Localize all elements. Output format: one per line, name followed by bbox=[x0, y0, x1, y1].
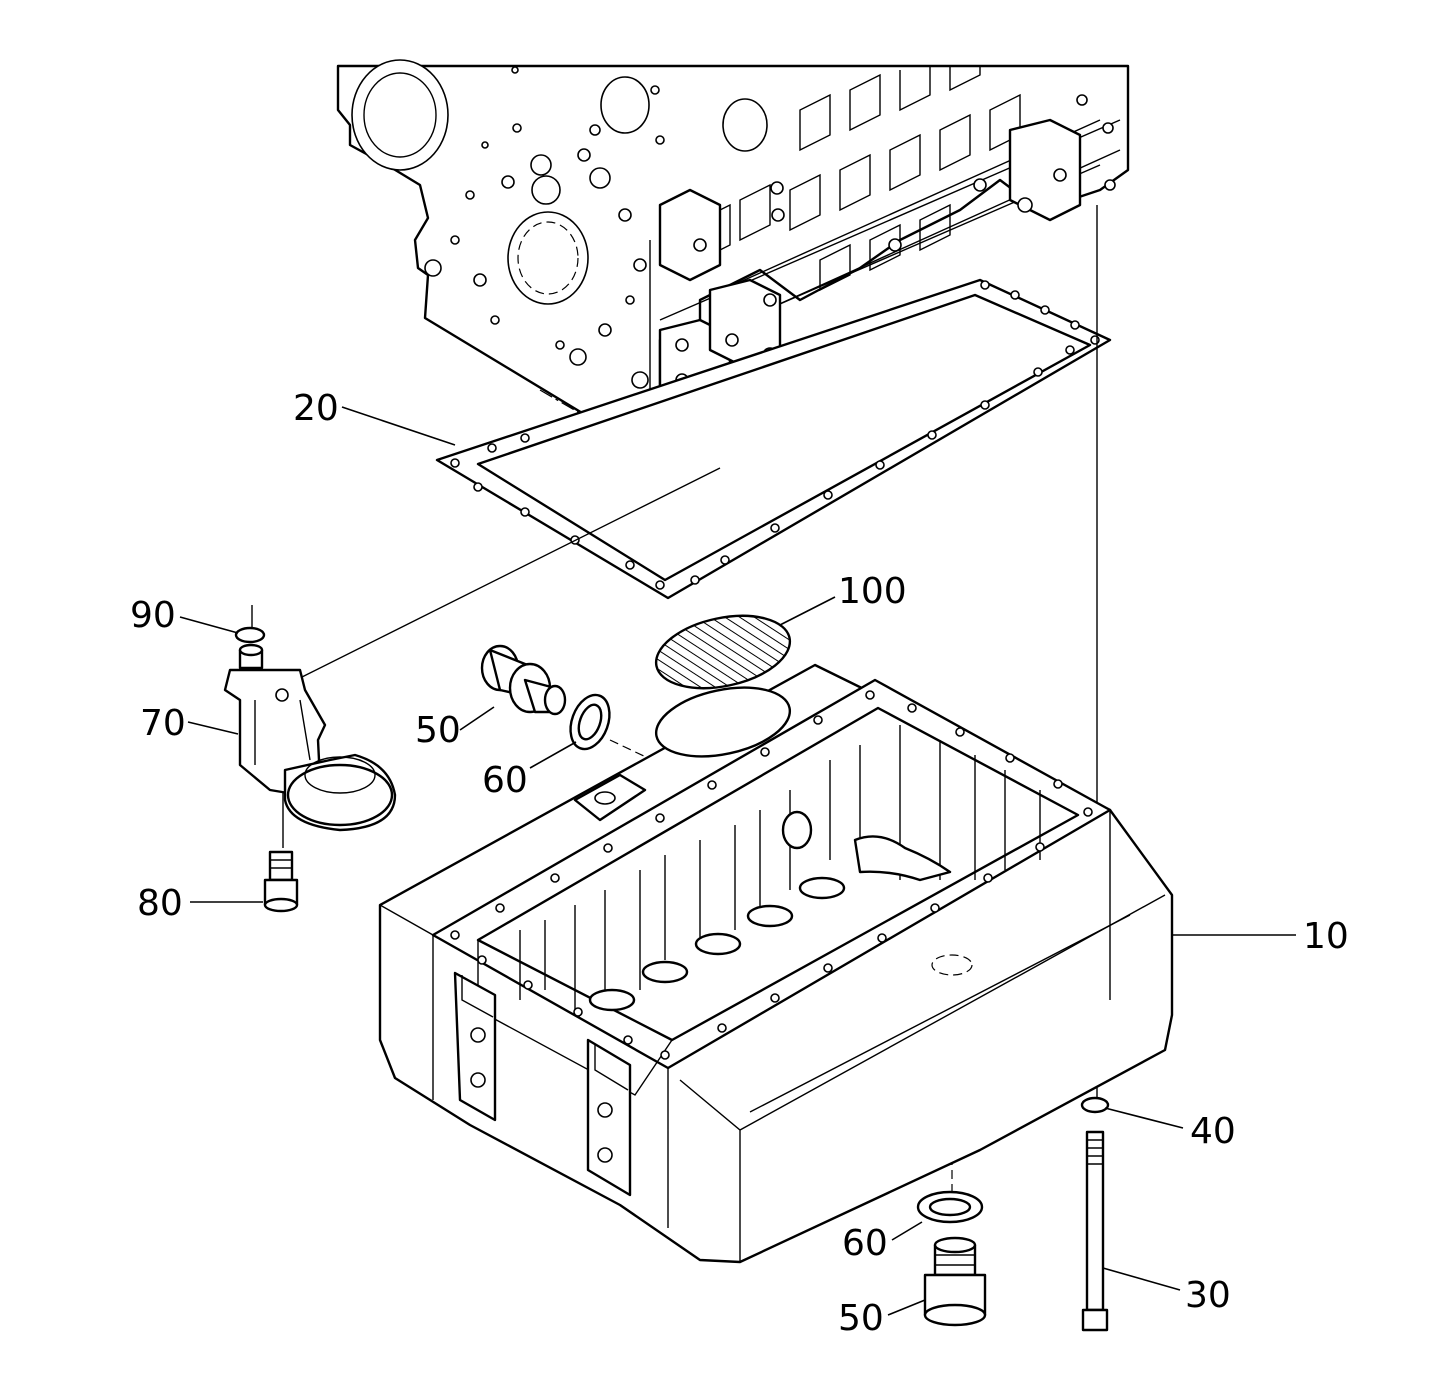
oil-strainer bbox=[223, 643, 397, 832]
bolt-30 bbox=[1081, 1130, 1109, 1332]
callout-40: 40 bbox=[1190, 1111, 1236, 1152]
callout-100: 100 bbox=[838, 571, 907, 612]
callout-10: 10 bbox=[1303, 916, 1349, 957]
drain-plug-upper bbox=[480, 644, 567, 716]
callout-80: 80 bbox=[137, 883, 183, 924]
callout-60-lower: 60 bbox=[842, 1223, 888, 1264]
bolt-80 bbox=[263, 850, 299, 913]
cover-plate-100 bbox=[654, 614, 792, 690]
engine-block bbox=[336, 59, 1130, 462]
sealing-washer-lower bbox=[916, 1190, 984, 1224]
callout-70: 70 bbox=[140, 703, 186, 744]
oil-pan bbox=[378, 663, 1174, 1264]
block-bolt-holes bbox=[424, 66, 665, 389]
o-ring-90 bbox=[234, 626, 266, 644]
pan-flange-bolt-holes bbox=[450, 690, 1093, 1060]
sealing-washer-upper bbox=[569, 693, 611, 751]
callout-30: 30 bbox=[1185, 1275, 1231, 1316]
callout-50-upper: 50 bbox=[415, 710, 461, 751]
callout-labels: 20 90 100 70 50 60 80 10 40 60 30 50 bbox=[130, 388, 1349, 1339]
callout-60-upper: 60 bbox=[482, 760, 528, 801]
drain-plug-lower bbox=[923, 1236, 987, 1327]
callout-50-lower: 50 bbox=[838, 1298, 884, 1339]
leader-lines bbox=[179, 406, 1296, 1316]
callout-90: 90 bbox=[130, 595, 176, 636]
callout-20: 20 bbox=[293, 388, 339, 429]
bearing-caps bbox=[658, 94, 1116, 415]
washer-40 bbox=[1080, 1096, 1110, 1114]
